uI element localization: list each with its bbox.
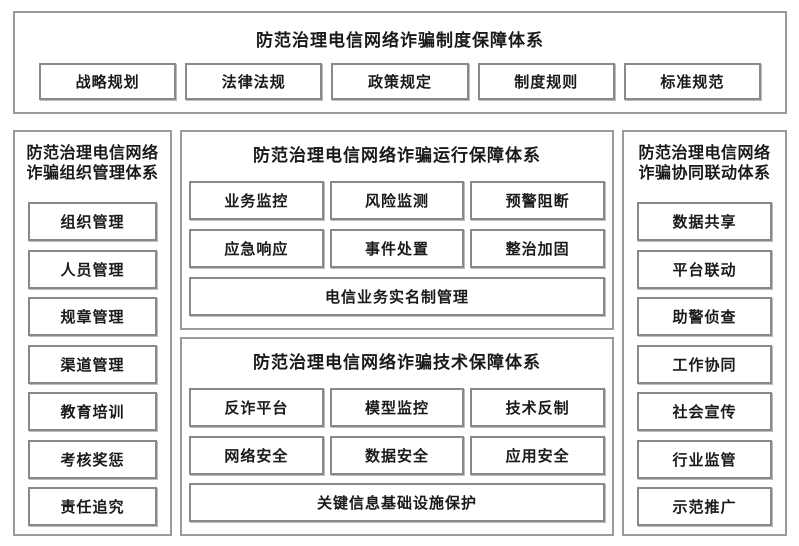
panel-technology-guarantee-system: 防范治理电信网络诈骗技术保障体系 反诈平台 模型监控 技术反制 网络安全 数据安…: [180, 337, 614, 536]
item-accountability: 责任追究: [28, 487, 157, 526]
item-police-assistance: 助警侦查: [637, 297, 772, 336]
panel-organization-management-system: 防范治理电信网络 诈骗组织管理体系 组织管理 人员管理 规章管理 渠道管理 教育…: [13, 130, 172, 536]
item-industry-supervision: 行业监管: [637, 439, 772, 479]
operation-items-row-2: 应急响应 事件处置 整治加固: [189, 229, 606, 268]
item-personnel-management: 人员管理: [28, 249, 157, 289]
item-platform-linkage: 平台联动: [637, 249, 772, 289]
item-assessment-rewards: 考核奖惩: [28, 439, 157, 479]
item-technical-countermeasures: 技术反制: [470, 388, 606, 427]
item-channel-management: 渠道管理: [28, 344, 157, 384]
institution-items-row: 战略规划 法律法规 政策规定 制度规则 标准规范: [39, 63, 762, 100]
item-work-coordination: 工作协同: [637, 344, 772, 384]
item-business-monitoring: 业务监控: [189, 181, 324, 220]
organization-system-title-line2: 诈骗组织管理体系: [26, 165, 159, 182]
item-network-security: 网络安全: [189, 435, 324, 475]
panel-institution-guarantee-system: 防范治理电信网络诈骗制度保障体系 战略规划 法律法规 政策规定 制度规则 标准规…: [13, 11, 787, 114]
operation-items-grid: 业务监控 风险监测 预警阻断 应急响应 事件处置 整治加固 电信业务实名制管理: [189, 181, 606, 316]
operation-system-title: 防范治理电信网络诈骗运行保障体系: [253, 146, 541, 165]
technology-system-title: 防范治理电信网络诈骗技术保障体系: [253, 353, 541, 372]
technology-items-grid: 反诈平台 模型监控 技术反制 网络安全 数据安全 应用安全 关键信息基础设施保护: [189, 388, 606, 522]
item-organization-management: 组织管理: [28, 202, 157, 241]
item-strategic-planning: 战略规划: [39, 63, 177, 100]
item-institutional-rules: 制度规则: [477, 63, 615, 100]
item-policy-provisions: 政策规定: [331, 63, 469, 100]
item-real-name-management: 电信业务实名制管理: [189, 277, 605, 316]
item-data-security: 数据安全: [329, 435, 465, 475]
item-laws-regulations: 法律法规: [185, 63, 323, 100]
panel-operation-guarantee-system: 防范治理电信网络诈骗运行保障体系 业务监控 风险监测 预警阻断 应急响应 事件处…: [180, 130, 614, 330]
item-rectification-reinforcement: 整治加固: [470, 229, 606, 268]
institution-system-title: 防范治理电信网络诈骗制度保障体系: [256, 31, 544, 50]
collaboration-system-title-line1: 防范治理电信网络: [638, 145, 771, 162]
technology-items-row-1: 反诈平台 模型监控 技术反制: [189, 388, 606, 427]
item-anti-fraud-platform: 反诈平台: [189, 388, 324, 427]
item-social-publicity: 社会宣传: [637, 392, 772, 431]
panel-collaboration-linkage-system: 防范治理电信网络 诈骗协同联动体系 数据共享 平台联动 助警侦查 工作协同 社会…: [622, 130, 787, 536]
item-emergency-response: 应急响应: [189, 229, 324, 268]
item-rules-management: 规章管理: [28, 297, 157, 336]
collaboration-items-column: 数据共享 平台联动 助警侦查 工作协同 社会宣传 行业监管 示范推广: [637, 202, 772, 526]
organization-items-column: 组织管理 人员管理 规章管理 渠道管理 教育培训 考核奖惩 责任追究: [28, 202, 157, 526]
organization-system-title: 防范治理电信网络 诈骗组织管理体系: [15, 144, 170, 184]
item-critical-infrastructure-protection: 关键信息基础设施保护: [189, 483, 605, 522]
collaboration-system-title: 防范治理电信网络 诈骗协同联动体系: [624, 144, 785, 184]
item-demonstration-promotion: 示范推广: [637, 487, 772, 526]
technology-items-row-2: 网络安全 数据安全 应用安全: [189, 435, 606, 475]
item-standards-norms: 标准规范: [623, 63, 762, 100]
organization-system-title-line1: 防范治理电信网络: [26, 145, 159, 162]
item-incident-handling: 事件处置: [329, 229, 465, 268]
item-application-security: 应用安全: [470, 435, 606, 475]
collaboration-system-title-line2: 诈骗协同联动体系: [638, 165, 771, 182]
item-model-monitoring: 模型监控: [329, 388, 465, 427]
item-warning-blocking: 预警阻断: [470, 181, 606, 220]
item-data-sharing: 数据共享: [637, 202, 772, 241]
item-risk-monitoring: 风险监测: [329, 181, 465, 220]
item-education-training: 教育培训: [28, 392, 157, 431]
operation-items-row-1: 业务监控 风险监测 预警阻断: [189, 181, 606, 220]
